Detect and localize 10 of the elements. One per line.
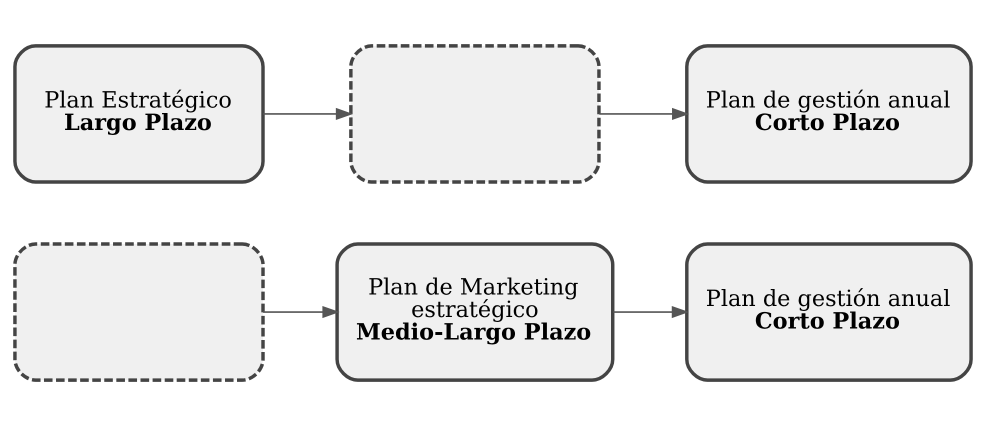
node-box xyxy=(349,44,601,184)
arrow xyxy=(613,306,690,318)
node-box: Plan de gestión anual Corto Plazo xyxy=(685,44,973,184)
node-box xyxy=(13,242,265,382)
arrow xyxy=(263,107,354,120)
node-box: Plan de Marketing estratégico Medio-Largo Plazo xyxy=(335,242,614,382)
node-box: Plan Estratégico Largo Plazo xyxy=(13,44,265,184)
arrow xyxy=(263,306,340,318)
arrow xyxy=(599,107,690,120)
node-box: Plan de gestión anual Corto Plazo xyxy=(685,242,973,382)
